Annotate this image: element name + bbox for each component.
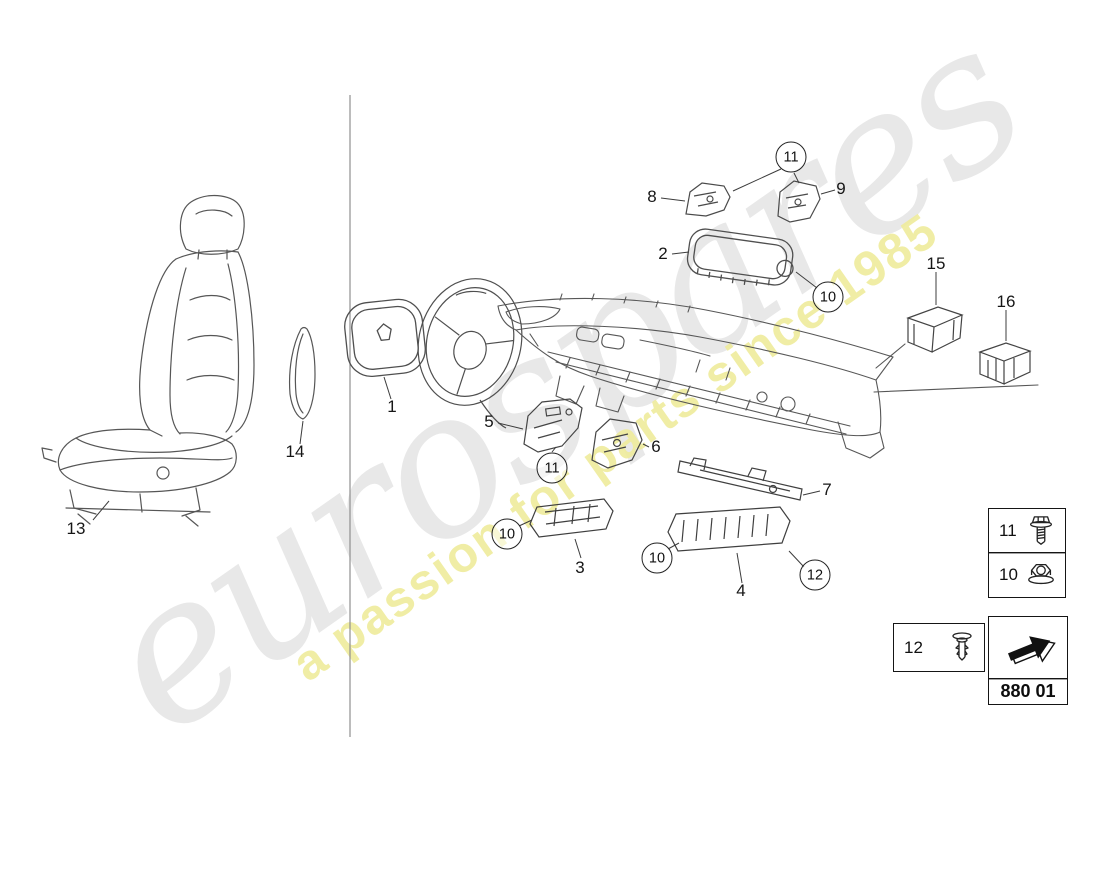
part-label-2[interactable]: 2 bbox=[658, 244, 668, 263]
part-label-5[interactable]: 5 bbox=[484, 412, 494, 431]
part-label-14[interactable]: 14 bbox=[285, 442, 305, 461]
bolt-icon bbox=[1025, 512, 1057, 550]
legend-bolt-number: 11 bbox=[999, 521, 1017, 540]
driver-airbag-illustration bbox=[344, 298, 426, 378]
bracket-16-illustration bbox=[978, 342, 1032, 385]
part-label-7[interactable]: 7 bbox=[822, 480, 832, 499]
page-code-box: 880 01 bbox=[988, 678, 1068, 705]
part-label-13[interactable]: 13 bbox=[66, 519, 86, 538]
seat-illustration bbox=[41, 195, 255, 527]
steering-wheel-illustration bbox=[417, 278, 523, 406]
bracket-8-illustration bbox=[685, 182, 731, 217]
direction-arrow-box bbox=[988, 616, 1068, 680]
legend-bolt-box[interactable]: 11 bbox=[988, 508, 1066, 554]
side-trim-illustration bbox=[288, 326, 316, 420]
direction-arrow-icon bbox=[995, 620, 1061, 677]
part-label-15[interactable]: 15 bbox=[926, 254, 946, 273]
bracket-4-illustration bbox=[667, 506, 791, 552]
fastener-callout-10-bottom[interactable]: 10 bbox=[641, 542, 673, 574]
bracket-3-illustration bbox=[529, 498, 614, 538]
fastener-callout-10-airbag[interactable]: 10 bbox=[812, 281, 844, 313]
parts-diagram-page: { "watermark": { "brand": "eurospares", … bbox=[41, 0, 1068, 779]
bracket-5-illustration bbox=[523, 398, 583, 453]
part-label-4[interactable]: 4 bbox=[736, 581, 746, 600]
rail-7-illustration bbox=[677, 457, 803, 501]
dashboard-illustration bbox=[497, 293, 1039, 459]
diagram-artwork bbox=[41, 95, 1039, 737]
part-label-9[interactable]: 9 bbox=[836, 179, 846, 198]
fastener-callout-11-top[interactable]: 11 bbox=[775, 141, 807, 173]
part-label-6[interactable]: 6 bbox=[651, 437, 661, 456]
fastener-callout-12[interactable]: 12 bbox=[799, 559, 831, 591]
page-code: 880 01 bbox=[1000, 681, 1056, 701]
bracket-9-illustration bbox=[777, 180, 821, 223]
steering-column-line bbox=[479, 399, 507, 429]
leader-lines bbox=[92, 168, 1007, 584]
legend-nut-number: 10 bbox=[999, 565, 1018, 584]
part-label-8[interactable]: 8 bbox=[647, 187, 657, 206]
nut-icon bbox=[1025, 560, 1057, 590]
legend-nut-box[interactable]: 10 bbox=[988, 552, 1066, 598]
clip-icon bbox=[948, 631, 976, 665]
part-label-16[interactable]: 16 bbox=[996, 292, 1016, 311]
part-label-1[interactable]: 1 bbox=[387, 397, 397, 416]
legend-clip-number: 12 bbox=[904, 637, 923, 657]
passenger-airbag-illustration bbox=[686, 228, 794, 286]
bracket-6-illustration bbox=[591, 418, 643, 469]
legend-clip-box[interactable]: 12 bbox=[893, 623, 985, 672]
part-label-3[interactable]: 3 bbox=[575, 558, 585, 577]
fastener-callout-11-mid[interactable]: 11 bbox=[536, 452, 568, 484]
bracket-15-illustration bbox=[906, 306, 964, 353]
fastener-callout-10-left[interactable]: 10 bbox=[491, 518, 523, 550]
